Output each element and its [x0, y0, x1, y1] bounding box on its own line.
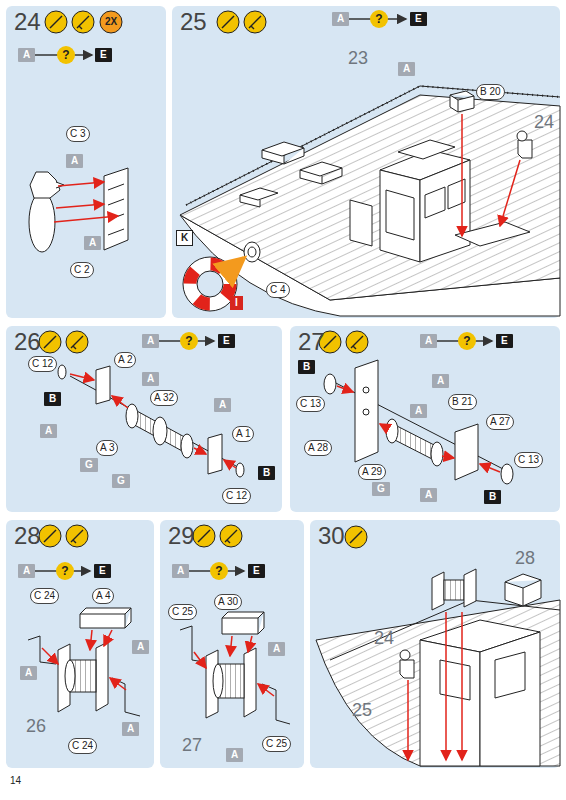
assembly-number: 27: [182, 735, 202, 755]
assembly-number: 25: [352, 700, 372, 720]
color-tag: E: [410, 12, 427, 26]
color-tag: A: [214, 398, 231, 412]
color-tag: G: [80, 458, 98, 472]
color-tag: A: [420, 488, 437, 502]
part-callout: A 1: [232, 426, 254, 442]
color-tag: A: [142, 372, 159, 386]
color-tag: E: [496, 334, 513, 348]
part-callout: B 21: [448, 394, 477, 410]
color-tag: A: [122, 722, 139, 736]
page-number: 14: [10, 774, 21, 788]
part-callout: A 27: [486, 414, 514, 430]
part-callout: C 24: [68, 738, 97, 754]
color-tag: A: [142, 334, 159, 348]
step-number: 26: [14, 328, 41, 356]
step-number: 29: [168, 522, 195, 550]
help-mark: ?: [56, 562, 74, 580]
help-mark: ?: [370, 10, 388, 28]
step-number: 28: [14, 522, 41, 550]
assembly-number: 24: [374, 628, 394, 648]
step-number: 24: [14, 8, 41, 36]
part-callout: A 3: [96, 440, 118, 456]
color-tag: A: [40, 424, 57, 438]
color-tag: I: [230, 296, 243, 310]
repeat-count: 2X: [101, 15, 121, 29]
color-tag: E: [94, 564, 111, 578]
part-callout: C 4: [266, 282, 290, 298]
color-tag: G: [112, 474, 130, 488]
color-tag: B: [44, 392, 61, 406]
step-number: 30: [318, 522, 345, 550]
step-number: 25: [180, 8, 207, 36]
help-mark: ?: [210, 562, 228, 580]
help-mark: ?: [458, 332, 476, 350]
color-tag: B: [298, 360, 315, 374]
step-panel: 26: [6, 326, 282, 512]
color-tag: A: [66, 154, 83, 168]
part-callout: C 2: [70, 262, 94, 278]
part-callout: A 4: [92, 588, 114, 604]
color-tag: A: [226, 748, 243, 762]
color-tag: E: [218, 334, 235, 348]
assembly-number: 26: [26, 716, 46, 736]
part-callout: C 24: [30, 588, 59, 604]
color-tag: A: [420, 334, 437, 348]
color-tag: A: [332, 12, 349, 26]
color-tag: A: [398, 62, 415, 76]
color-tag: A: [410, 404, 427, 418]
color-tag: A: [268, 642, 285, 656]
part-callout: C 12: [28, 356, 57, 372]
color-tag: A: [172, 564, 189, 578]
color-tag: E: [248, 564, 265, 578]
color-tag: B: [484, 490, 501, 504]
color-tag: A: [18, 48, 35, 62]
color-tag: K: [176, 230, 193, 246]
step-panel: 27: [290, 326, 560, 512]
step-number: 27: [298, 328, 325, 356]
color-tag: A: [18, 564, 35, 578]
color-tag: A: [84, 236, 101, 250]
color-tag: A: [432, 374, 449, 388]
part-callout: A 30: [214, 594, 242, 610]
assembly-number: 28: [515, 548, 535, 568]
color-tag: A: [20, 666, 37, 680]
part-callout: C 3: [66, 126, 90, 142]
color-tag: A: [132, 640, 149, 654]
help-mark: ?: [180, 332, 198, 350]
part-callout: A 32: [150, 390, 178, 406]
part-callout: C 25: [168, 604, 197, 620]
part-callout: A 29: [358, 464, 386, 480]
part-callout: A 2: [114, 352, 136, 368]
part-callout: C 13: [514, 452, 543, 468]
color-tag: E: [95, 48, 112, 62]
color-tag: G: [372, 482, 390, 496]
help-mark: ?: [57, 46, 75, 64]
part-callout: C 13: [296, 396, 325, 412]
assembly-number: 23: [348, 48, 368, 68]
part-callout: A 28: [304, 440, 332, 456]
part-callout: C 12: [222, 488, 251, 504]
part-callout: C 25: [262, 736, 291, 752]
color-tag: B: [258, 466, 275, 480]
part-callout: B 20: [476, 84, 505, 100]
assembly-number: 24: [534, 112, 554, 132]
